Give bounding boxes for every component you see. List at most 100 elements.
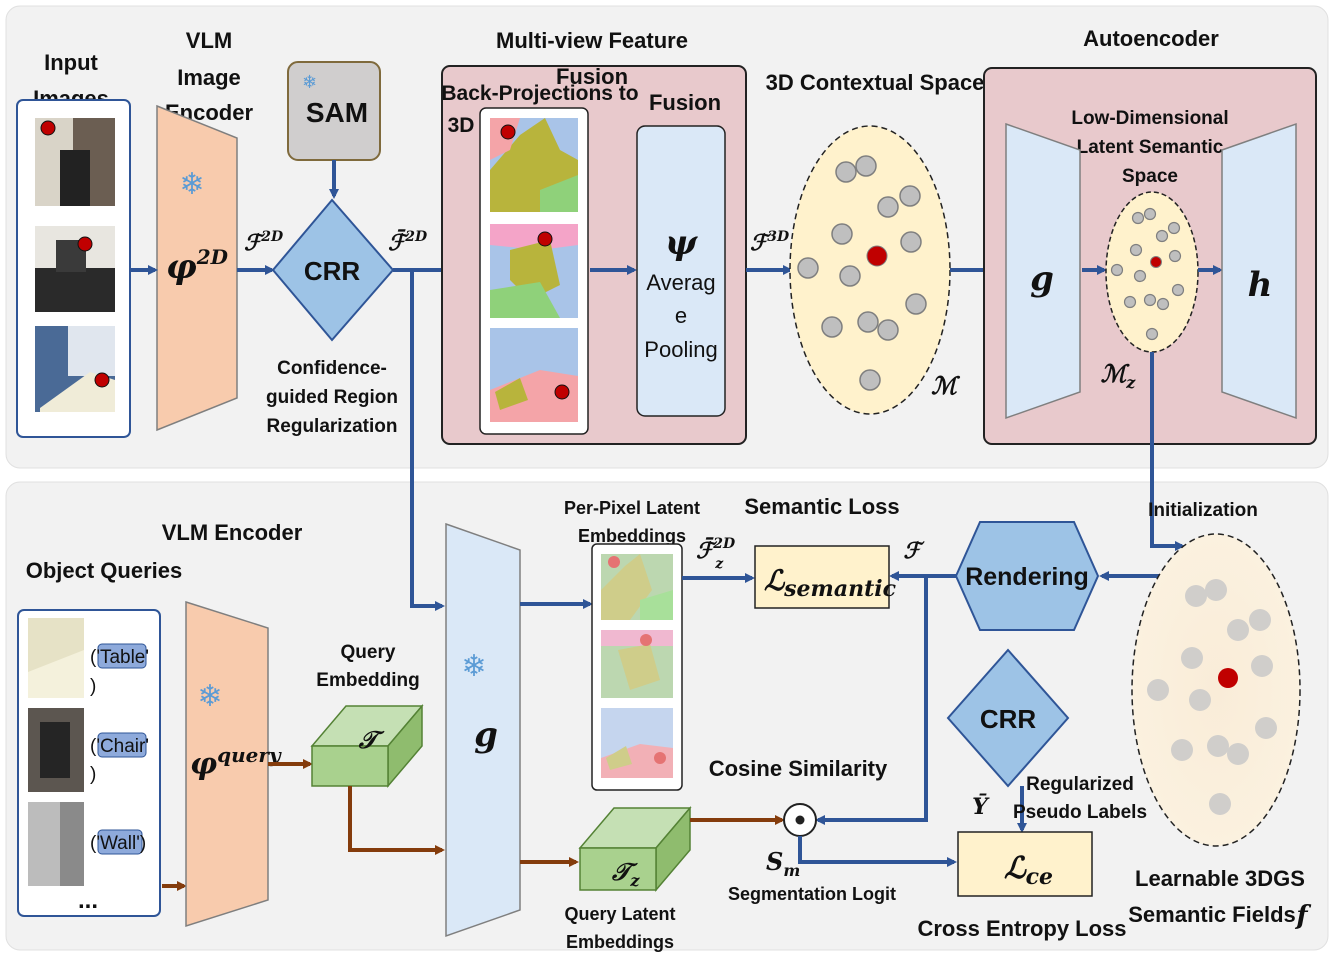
per-pixel-image-1: [601, 554, 673, 620]
crr-caption-2: guided Region: [266, 387, 398, 408]
fz2d-sub: z: [714, 556, 724, 572]
multiview-title-1: Multi-view Feature: [496, 28, 688, 53]
svg-text:φ2D: φ2D: [166, 245, 229, 287]
backproj-label-1: Back-Projections to: [441, 82, 638, 105]
ybar-symbol: Ȳ: [972, 793, 990, 820]
f2d-sup: 2D: [260, 229, 284, 245]
semantic-loss-title: Semantic Loss: [744, 494, 899, 519]
per-pixel-label-2: Embeddings: [578, 526, 686, 546]
learnable-label-2: Semantic Fields: [1128, 902, 1296, 927]
f3d-sup: 3D: [767, 229, 790, 245]
input-image-3: [35, 326, 115, 412]
query-wall-text: ('Wall'): [90, 833, 146, 854]
latent-space-label-3: Space: [1122, 166, 1178, 187]
fz2d-sup: 2D: [712, 536, 736, 552]
input-image-2: [35, 226, 115, 312]
crr-bottom-diamond: [946, 648, 1070, 788]
f-render-symbol: ℱ: [903, 538, 925, 564]
vlm-image-encoder-label-2: Image: [177, 65, 241, 90]
m-label: ℳ: [931, 371, 961, 400]
snowflake-icon: ❄: [179, 167, 204, 202]
gs-field-points: [1147, 579, 1277, 815]
f2d-bar-symbol: ℱ̄: [388, 229, 410, 256]
tz-box: [578, 805, 692, 893]
h-symbol: h: [1248, 265, 1273, 305]
arrow-t-to-g: [348, 786, 445, 855]
per-pixel-image-2: [601, 630, 673, 698]
query-embedding-label-2: Embedding: [316, 670, 419, 691]
latent-space-label-1: Low-Dimensional: [1071, 108, 1228, 129]
f2d-symbol: ℱ: [244, 230, 266, 256]
svg-text:ℳz: ℳz: [1101, 359, 1137, 392]
query-embedding-box: [310, 703, 424, 789]
query-chair-tag: [97, 732, 147, 758]
latent-space-query-point: [1150, 256, 1162, 268]
backproj-label-2: 3D: [448, 114, 475, 137]
cosine-op-dot: [795, 815, 805, 825]
tz-sub: z: [629, 871, 640, 890]
svg-text:ℱ2D: ℱ2D: [244, 229, 284, 256]
latent-space-points: [1110, 207, 1185, 341]
l-semantic-symbol: ℒ: [764, 564, 786, 597]
vlm-image-encoder-label-1: VLM: [186, 28, 232, 53]
contextual-space-title: 3D Contextual Space: [766, 70, 985, 95]
l-ce-symbol: ℒ: [1004, 851, 1027, 886]
svg-text:ℒsemantic: ℒsemantic: [764, 564, 897, 602]
f2d-bar-sup: 2D: [404, 229, 428, 245]
learnable-label-1: Learnable 3DGS: [1135, 866, 1305, 891]
regularized-label-1: Regularized: [1026, 774, 1134, 795]
l-ce-sub: ce: [1026, 864, 1053, 890]
multiview-title-2: Fusion: [556, 64, 628, 89]
query-image-chair: [28, 708, 84, 792]
per-pixel-image-3: [601, 708, 673, 778]
regularized-label-2: Pseudo Labels: [1013, 802, 1147, 823]
avg-pooling-2: e: [675, 303, 687, 328]
query-image-table: [28, 618, 84, 698]
mz-sub: z: [1125, 373, 1136, 392]
gs-field-query-point: [1218, 668, 1238, 688]
cross-entropy-label: Cross Entropy Loss: [917, 916, 1126, 941]
query-embedding-label-1: Query: [341, 642, 396, 663]
crr-bottom-label: CRR: [980, 704, 1037, 734]
backproj-image-1: [490, 118, 578, 212]
crr-caption-3: Regularization: [267, 416, 398, 437]
phi2d-symbol: φ: [166, 247, 197, 287]
query-snowflake-icon: ❄: [197, 679, 222, 714]
query-chair-text: ('Chair': [90, 736, 149, 757]
query-table-tag: [97, 643, 147, 669]
sam-snowflake-icon: ❄: [302, 72, 317, 93]
avg-pooling-1: Averag: [646, 270, 715, 295]
arrow-latent-to-gs-init: [1150, 352, 1185, 551]
sm-sub: m: [783, 861, 800, 880]
arrow-render-to-cosine: [815, 576, 928, 825]
query-chair-close: ): [90, 764, 96, 785]
fusion-box: [636, 125, 726, 417]
backproj-image-2: [490, 224, 578, 318]
sam-label: SAM: [306, 97, 368, 128]
query-ellipsis: ...: [78, 887, 98, 914]
phi2d-sup: 2D: [196, 245, 229, 269]
crr-label: CRR: [304, 256, 361, 286]
query-latent-label-1: Query Latent: [564, 904, 675, 924]
object-queries-label: Object Queries: [26, 558, 183, 583]
cosine-similarity-label: Cosine Similarity: [709, 756, 888, 781]
contextual-space-query-point: [866, 245, 888, 267]
crr-caption-1: Confidence-: [277, 358, 387, 379]
l-semantic-box: [754, 545, 890, 609]
query-table-close: ): [90, 676, 96, 697]
g-top-symbol: g: [1030, 259, 1054, 299]
per-pixel-label-1: Per-Pixel Latent: [564, 498, 700, 518]
input-images-label-1: Input: [44, 50, 98, 75]
rendering-label: Rendering: [965, 563, 1089, 591]
autoencoder-title: Autoencoder: [1083, 26, 1219, 51]
arrow-crr-down-to-g: [410, 270, 445, 611]
backproj-image-3: [490, 328, 578, 422]
vlm-encoder-label: VLM Encoder: [162, 520, 303, 545]
query-image-wall: [28, 802, 84, 886]
seg-logit-label: Segmentation Logit: [728, 884, 896, 904]
encoder-g-bottom-block: [445, 522, 521, 938]
latent-space-label-2: Latent Semantic: [1077, 137, 1224, 158]
mz-symbol: ℳ: [1101, 359, 1131, 388]
